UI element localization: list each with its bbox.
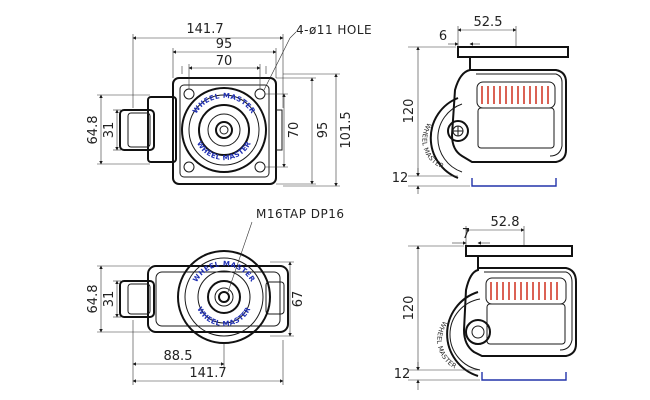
dim-top-wheel-height: 31 [102,122,117,139]
side-brand-text: WHEEL MASTER [420,122,445,171]
dim-bottom-overall-width: 141.7 [189,366,226,381]
dim-top-hole-spacing-y: 70 [287,122,302,139]
bottom-frame [147,265,289,333]
dim-bottom-offset-width: 88.5 [164,349,193,364]
dim-side-bottom: 12 [392,171,409,186]
side2-wheel [446,291,479,377]
thread-hole [214,287,234,307]
top-view: WHEEL MASTER WHEEL MASTER 141.7 95 70 4-… [86,22,372,187]
mount-hole [254,88,266,100]
dim-top-hole-spacing-x: 70 [216,54,233,69]
mount-hole [183,161,195,173]
dim-top-total-depth: 101.5 [339,111,354,148]
dim-side2-bottom: 12 [394,367,411,382]
bottom-view: WHEEL MASTER WHEEL MASTER M16TAP DP16 64… [86,207,345,385]
dim-side-offset: 6 [439,29,447,44]
side2-body [462,256,577,357]
hole-note: 4-ø11 HOLE [296,23,372,37]
side-body [450,57,567,163]
thread-note: M16TAP DP16 [256,207,345,221]
mount-hole [254,161,266,173]
side-plate [457,46,569,58]
side-view: WHEEL MASTER 52.5 6 120 12 [392,15,569,194]
dim-side2-height: 120 [402,296,417,321]
bottom-wheel-block [119,280,155,318]
dim-side2-plate-depth: 52.8 [491,215,520,230]
side-view-2: WHEEL MASTER 52.8 7 120 12 [394,215,577,390]
tread-band-2 [485,277,567,305]
dim-bottom-base-height: 67 [291,291,306,308]
dim-side-height: 120 [402,99,417,124]
dim-side-plate-depth: 52.5 [474,15,503,30]
wheel-block [119,109,155,151]
side-wheel [429,97,459,179]
mount-hole [183,88,195,100]
caster-body [147,96,177,163]
dim-bottom-overall-height: 64.8 [86,285,101,314]
side2-plate [465,245,573,257]
brand-ring [181,87,267,173]
side2-hub [465,319,491,345]
dim-bottom-wheel-height: 31 [102,291,117,308]
bottom-brand-bottom: WHEEL MASTER [195,305,252,328]
wheel-hub [447,120,469,142]
dim-top-overall-height: 64.8 [86,116,101,145]
dim-side2-offset: 7 [462,227,470,242]
dim-top-plate-height: 95 [316,122,331,139]
dim-top-overall-width: 141.7 [186,22,223,37]
dim-top-plate-width: 95 [216,37,233,52]
